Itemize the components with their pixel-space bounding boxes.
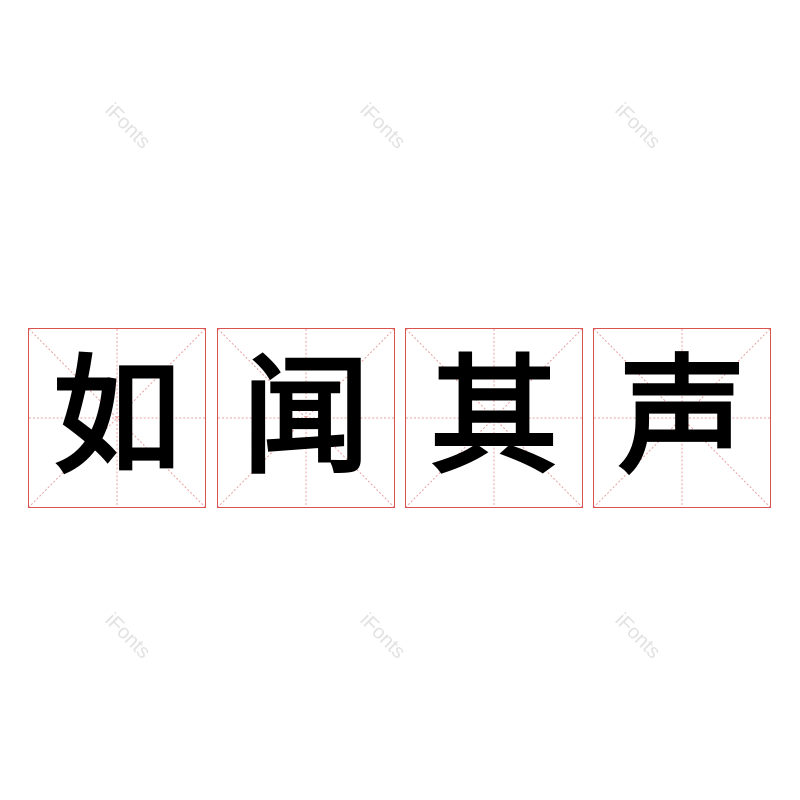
character-glyph: 闻: [241, 343, 370, 492]
mi-grid-box-3: 其: [405, 328, 583, 508]
watermark: iFonts: [355, 609, 410, 664]
mi-grid-box-1: 如: [28, 328, 206, 508]
character-glyph: 如: [52, 343, 181, 492]
watermark: iFonts: [100, 609, 155, 664]
watermark: iFonts: [100, 99, 155, 154]
watermark: iFonts: [610, 99, 665, 154]
character-glyph: 声: [617, 343, 746, 492]
watermark: iFonts: [355, 99, 410, 154]
mi-grid-box-2: 闻: [217, 328, 395, 508]
mi-grid-box-4: 声: [593, 328, 771, 508]
mi-grid-guides: [406, 329, 582, 507]
character-glyph: 其: [429, 343, 558, 492]
watermark: iFonts: [610, 609, 665, 664]
mi-grid-guides: [594, 329, 770, 507]
mi-grid-guides: [29, 329, 205, 507]
mi-grid-guides: [218, 329, 394, 507]
